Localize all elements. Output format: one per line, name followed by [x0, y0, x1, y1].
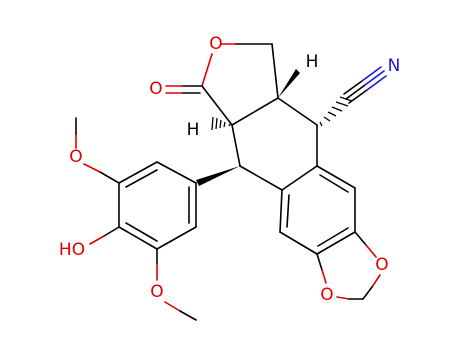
hydroxyl-label: HO	[59, 240, 85, 260]
oxygen-methoxy-label: O	[69, 147, 82, 167]
bond	[317, 227, 349, 247]
bond	[118, 161, 158, 184]
hydrogen-label: H	[306, 52, 319, 72]
hash-bond	[319, 96, 353, 127]
oxygen-carbonyl-label: O	[149, 79, 162, 99]
bond	[279, 231, 318, 255]
hydrogen-label: H	[187, 120, 200, 140]
bond	[366, 75, 387, 91]
bond	[319, 174, 349, 193]
bond	[281, 165, 318, 191]
nitrogen-label: N	[388, 56, 401, 76]
bond	[354, 231, 367, 246]
stereo-bonds	[196, 69, 353, 186]
bond	[316, 253, 323, 271]
bond	[277, 97, 318, 126]
bond	[156, 226, 197, 250]
dioxole-ring	[316, 231, 381, 300]
bond	[316, 165, 356, 189]
oxygen-ring-label: O	[209, 34, 222, 54]
lactone-ring	[165, 43, 279, 126]
wedge-bond	[278, 69, 300, 98]
bond	[125, 222, 158, 242]
bond	[99, 171, 120, 184]
bond	[364, 70, 385, 86]
bond	[118, 226, 158, 250]
bond	[164, 301, 181, 312]
cyclohexane-ring	[231, 97, 318, 191]
nitrile-group	[343, 66, 387, 104]
bond	[271, 43, 279, 99]
oxygen-dioxole-label: O	[320, 285, 333, 305]
bond	[239, 165, 283, 191]
bond	[89, 235, 105, 245]
bond	[201, 85, 233, 126]
bond	[231, 97, 279, 126]
bond	[371, 274, 381, 288]
bond	[286, 194, 290, 228]
wedge-bond	[196, 166, 240, 186]
bond	[83, 163, 101, 173]
substituent-bonds	[75, 117, 197, 321]
bond	[156, 161, 197, 184]
phenyl-ring	[118, 161, 197, 250]
bond	[336, 296, 350, 300]
bond	[279, 189, 283, 233]
bond	[348, 89, 368, 104]
bond	[103, 226, 120, 237]
bond	[345, 84, 366, 100]
bond	[321, 269, 327, 284]
bond	[362, 286, 373, 300]
bond	[201, 53, 213, 87]
benzo-ring	[279, 165, 356, 255]
oxygen-dioxole-label: O	[375, 255, 388, 275]
bond	[125, 169, 158, 188]
bond	[316, 231, 356, 255]
hash-bond	[211, 116, 231, 131]
oxygen-methoxy-label: O	[150, 282, 163, 302]
bond	[361, 66, 382, 82]
bond	[343, 80, 363, 95]
bond	[231, 124, 241, 167]
bond	[179, 310, 197, 321]
bond	[365, 244, 377, 258]
